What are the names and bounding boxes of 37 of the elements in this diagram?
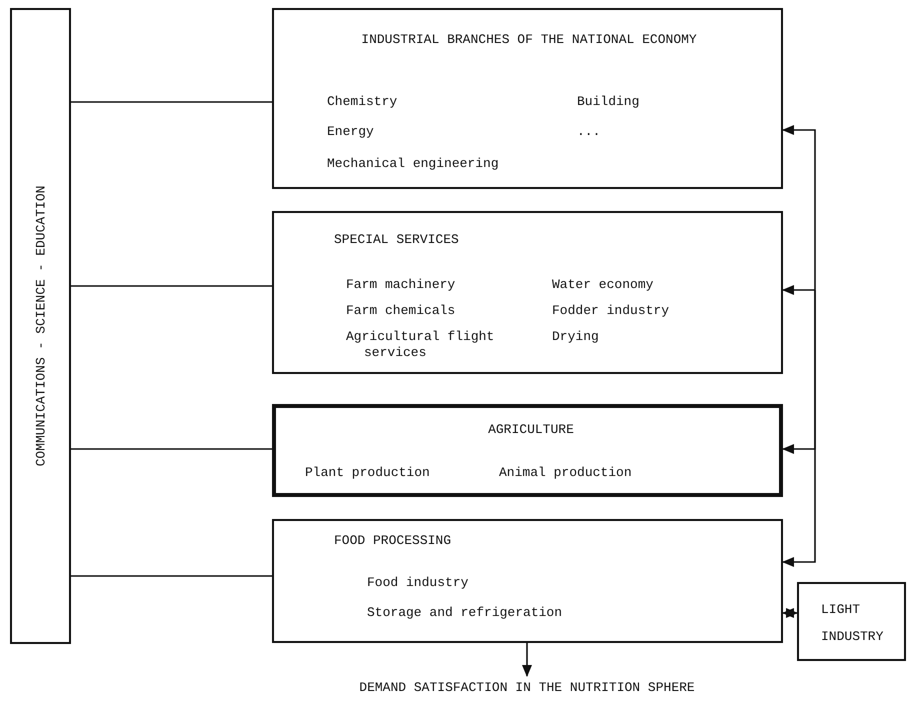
box-heading: SPECIAL SERVICES	[334, 231, 460, 249]
item-label: Mechanical engineering	[327, 156, 500, 172]
item-label: Energy	[327, 124, 375, 140]
item-label: Water economy	[552, 277, 654, 293]
box-heading: INDUSTRIAL BRANCHES OF THE NATIONAL ECONOMY	[360, 31, 698, 49]
process-box	[272, 211, 783, 374]
process-box	[272, 404, 783, 497]
vertical-bar-box	[10, 8, 71, 644]
item-label: Storage and refrigeration	[367, 605, 564, 621]
box-heading: AGRICULTURE	[487, 422, 575, 438]
arrow	[522, 643, 532, 677]
box-heading: DEMAND SATISFACTION IN THE NUTRITION SPHERE	[358, 680, 696, 696]
process-box	[272, 519, 783, 643]
item-label: Fodder industry	[552, 303, 670, 319]
item-label: Plant production	[305, 465, 431, 481]
process-box	[272, 8, 783, 189]
arrow	[782, 608, 798, 618]
item-label: Food industry	[367, 575, 470, 591]
item-label: Chemistry	[327, 94, 398, 110]
arrow	[782, 290, 816, 567]
arrow	[782, 285, 816, 295]
item-label: Drying	[552, 329, 600, 345]
connector-line	[71, 285, 272, 287]
box-heading: LIGHT INDUSTRY	[821, 601, 884, 646]
item-label: ...	[577, 124, 602, 140]
item-label: Building	[577, 94, 640, 110]
item-label: Animal production	[499, 465, 633, 481]
box-heading: FOOD PROCESSING	[334, 533, 452, 549]
bar-label: COMMUNICATIONS - SCIENCE - EDUCATION	[33, 186, 48, 466]
connector-line	[71, 575, 272, 577]
item-label: Farm chemicals	[346, 303, 456, 319]
connector-line	[71, 448, 272, 450]
arrow	[782, 125, 816, 290]
item-label: Farm machinery	[346, 277, 456, 293]
process-box	[797, 582, 906, 661]
connector-line	[71, 101, 272, 103]
item-label: Agricultural flight services	[346, 329, 496, 361]
